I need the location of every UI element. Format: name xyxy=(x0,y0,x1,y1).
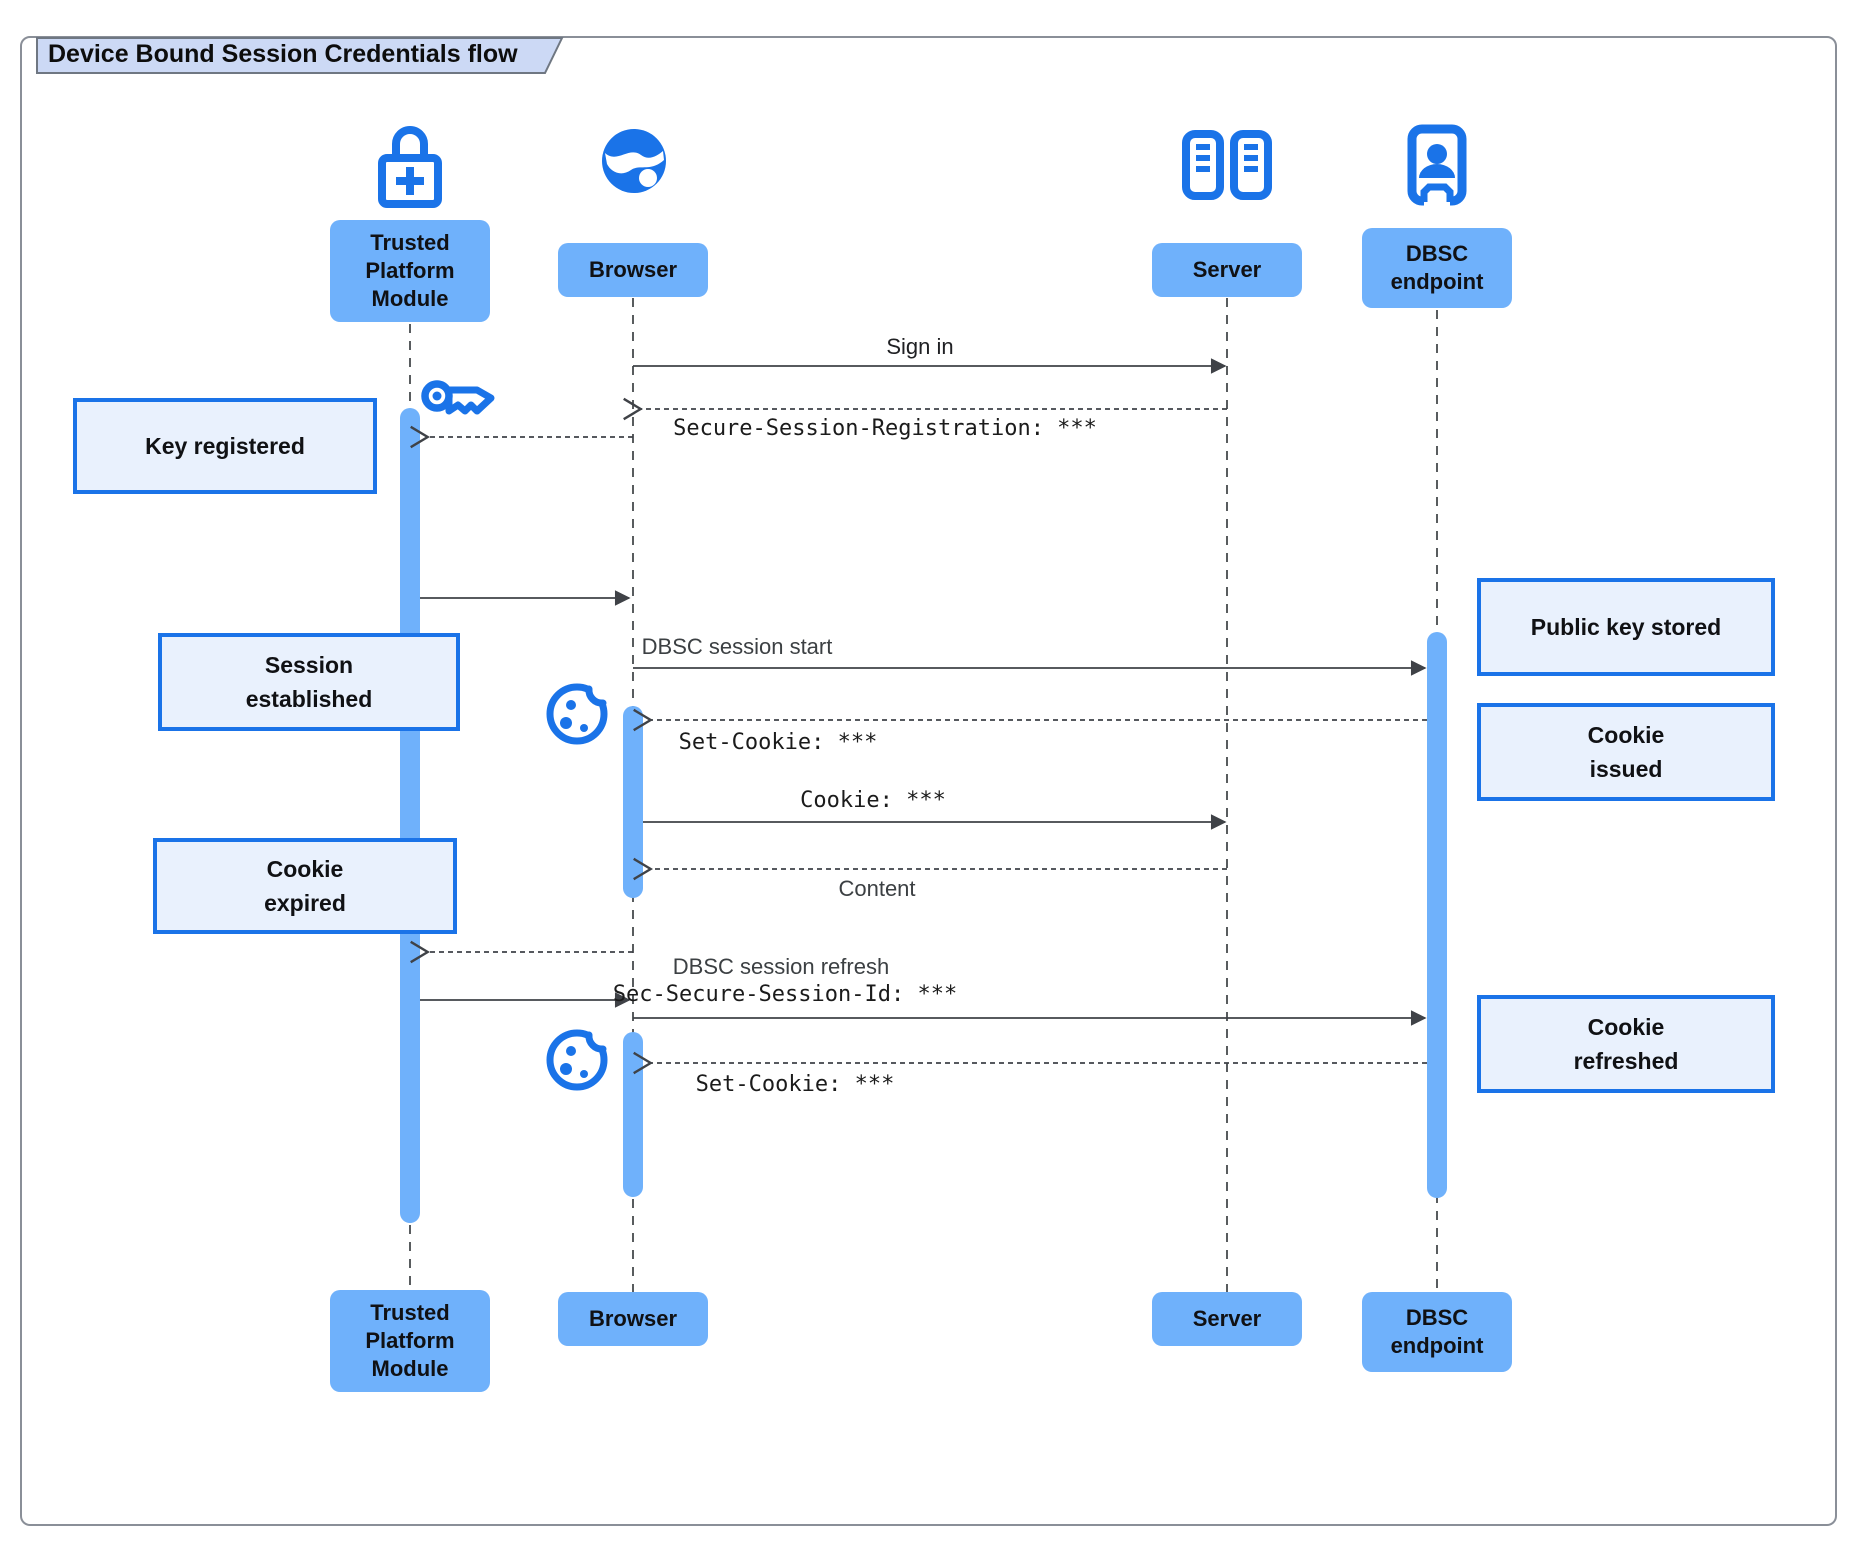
key-icon xyxy=(421,380,495,415)
participant-label-browser-bottom: Browser xyxy=(558,1292,708,1346)
activation-bar-browser-1 xyxy=(623,706,643,898)
message-label-content: Content xyxy=(838,876,916,901)
activation-bar-dbsc xyxy=(1427,632,1447,1198)
note-cookie-refreshed: Cookie refreshed xyxy=(1477,995,1775,1093)
activation-bar-tpm xyxy=(400,408,420,1223)
cookie-icon xyxy=(546,676,613,745)
participant-label-browser-top: Browser xyxy=(558,243,708,297)
participant-label-dbsc-top: DBSC endpoint xyxy=(1362,228,1512,308)
lock-plus-icon xyxy=(378,126,442,208)
person-badge-icon xyxy=(1407,124,1467,206)
message-label-sign-in: Sign in xyxy=(886,334,954,359)
diagram-frame xyxy=(20,36,1837,1526)
participant-label-server-bottom: Server xyxy=(1152,1292,1302,1346)
note-cookie-issued: Cookie issued xyxy=(1477,703,1775,801)
note-cookie-expired: Cookie expired xyxy=(153,838,457,934)
note-key-registered: Key registered xyxy=(73,398,377,494)
message-label-dbsc-session-refresh: DBSC session refresh xyxy=(672,954,890,979)
participant-label-tpm-top: Trusted Platform Module xyxy=(330,220,490,322)
cookie-icon xyxy=(546,1022,613,1091)
globe-icon xyxy=(602,129,666,193)
message-label-set-cookie-1: Set-Cookie: *** xyxy=(678,730,878,755)
message-label-sec-secure-session-id: Sec-Secure-Session-Id: *** xyxy=(612,982,958,1007)
message-label-cookie: Cookie: *** xyxy=(800,788,946,813)
title-tab xyxy=(36,37,564,74)
message-label-set-cookie-2: Set-Cookie: *** xyxy=(695,1072,895,1097)
server-racks-icon xyxy=(1182,130,1272,200)
note-session-established: Session established xyxy=(158,633,460,731)
note-public-key-stored: Public key stored xyxy=(1477,578,1775,676)
message-label-session-registration: Secure-Session-Registration: *** xyxy=(673,416,1097,441)
diagram-title: Device Bound Session Credentials flow xyxy=(48,40,518,68)
participant-label-server-top: Server xyxy=(1152,243,1302,297)
message-label-dbsc-session-start: DBSC session start xyxy=(641,634,833,659)
participant-label-dbsc-bottom: DBSC endpoint xyxy=(1362,1292,1512,1372)
participant-label-tpm-bottom: Trusted Platform Module xyxy=(330,1290,490,1392)
